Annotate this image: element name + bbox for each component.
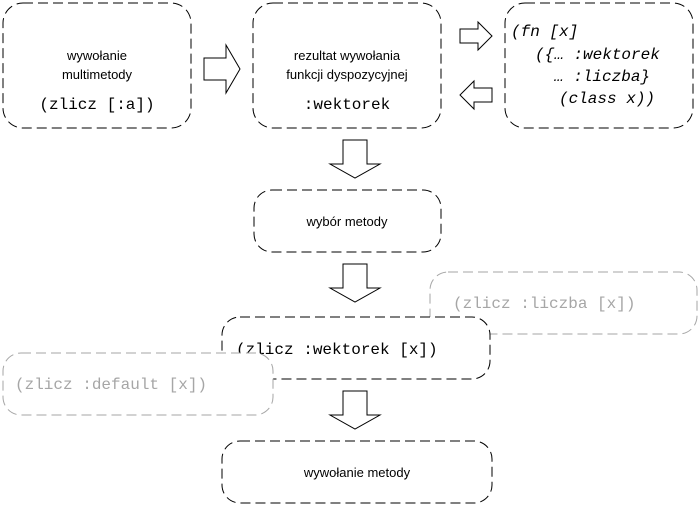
- multimethod-call-label-1: wywołanie: [66, 48, 127, 63]
- dispatch-function-line-2: ({… :wektorek: [535, 46, 660, 64]
- method-default-box-border: [2, 352, 274, 416]
- method-default-code: (zlicz :default [x]): [15, 376, 207, 394]
- dispatch-function-line-3: … :liczba}: [554, 68, 650, 86]
- dispatch-function-line-1: (fn [x]: [511, 23, 578, 41]
- arrow-down-icon: [328, 263, 382, 303]
- method-liczba-code: (zlicz :liczba [x]): [453, 295, 635, 313]
- method-call-label: wywołanie metody: [303, 465, 411, 480]
- method-default-box: (zlicz :default [x]): [2, 352, 274, 416]
- dispatch-function-box: (fn [x] ({… :wektorek … :liczba} (class …: [504, 2, 694, 129]
- method-liczba-box: (zlicz :liczba [x]): [429, 271, 698, 335]
- arrow-down-icon: [328, 390, 382, 430]
- arrow-right-small-icon: [459, 20, 493, 52]
- arrow-left-small-icon: [459, 79, 493, 111]
- method-call-box-border: [221, 440, 493, 504]
- arrow-right-icon: [203, 43, 241, 95]
- dispatch-result-label-1: rezultat wywołania: [294, 48, 401, 63]
- dispatch-result-box: rezultat wywołania funkcji dyspozycyjnej…: [252, 2, 442, 129]
- method-liczba-box-border: [429, 271, 698, 335]
- multimethod-call-label-2: multimetody: [62, 67, 133, 82]
- method-wektorek-box: (zlicz :wektorek [x]): [221, 316, 491, 380]
- multimethod-call-code: (zlicz [:a]): [39, 96, 154, 114]
- dispatch-function-box-border: [504, 2, 694, 129]
- method-call-box: wywołanie metody: [221, 440, 493, 504]
- method-wektorek-code: (zlicz :wektorek [x]): [236, 341, 438, 359]
- dispatch-function-line-4: (class x)): [559, 90, 655, 108]
- dispatch-result-code: :wektorek: [304, 96, 390, 114]
- dispatch-result-box-border: [252, 2, 442, 129]
- multimethod-call-box-border: [2, 2, 192, 129]
- method-choice-box: wybór metody: [253, 189, 442, 253]
- multimethod-call-box: wywołanie multimetody (zlicz [:a]): [2, 2, 192, 129]
- dispatch-result-label-2: funkcji dyspozycyjnej: [286, 67, 407, 82]
- method-choice-box-border: [253, 189, 442, 253]
- method-wektorek-box-border: [221, 316, 491, 380]
- method-choice-label: wybór metody: [306, 214, 388, 229]
- arrow-down-icon: [328, 139, 382, 179]
